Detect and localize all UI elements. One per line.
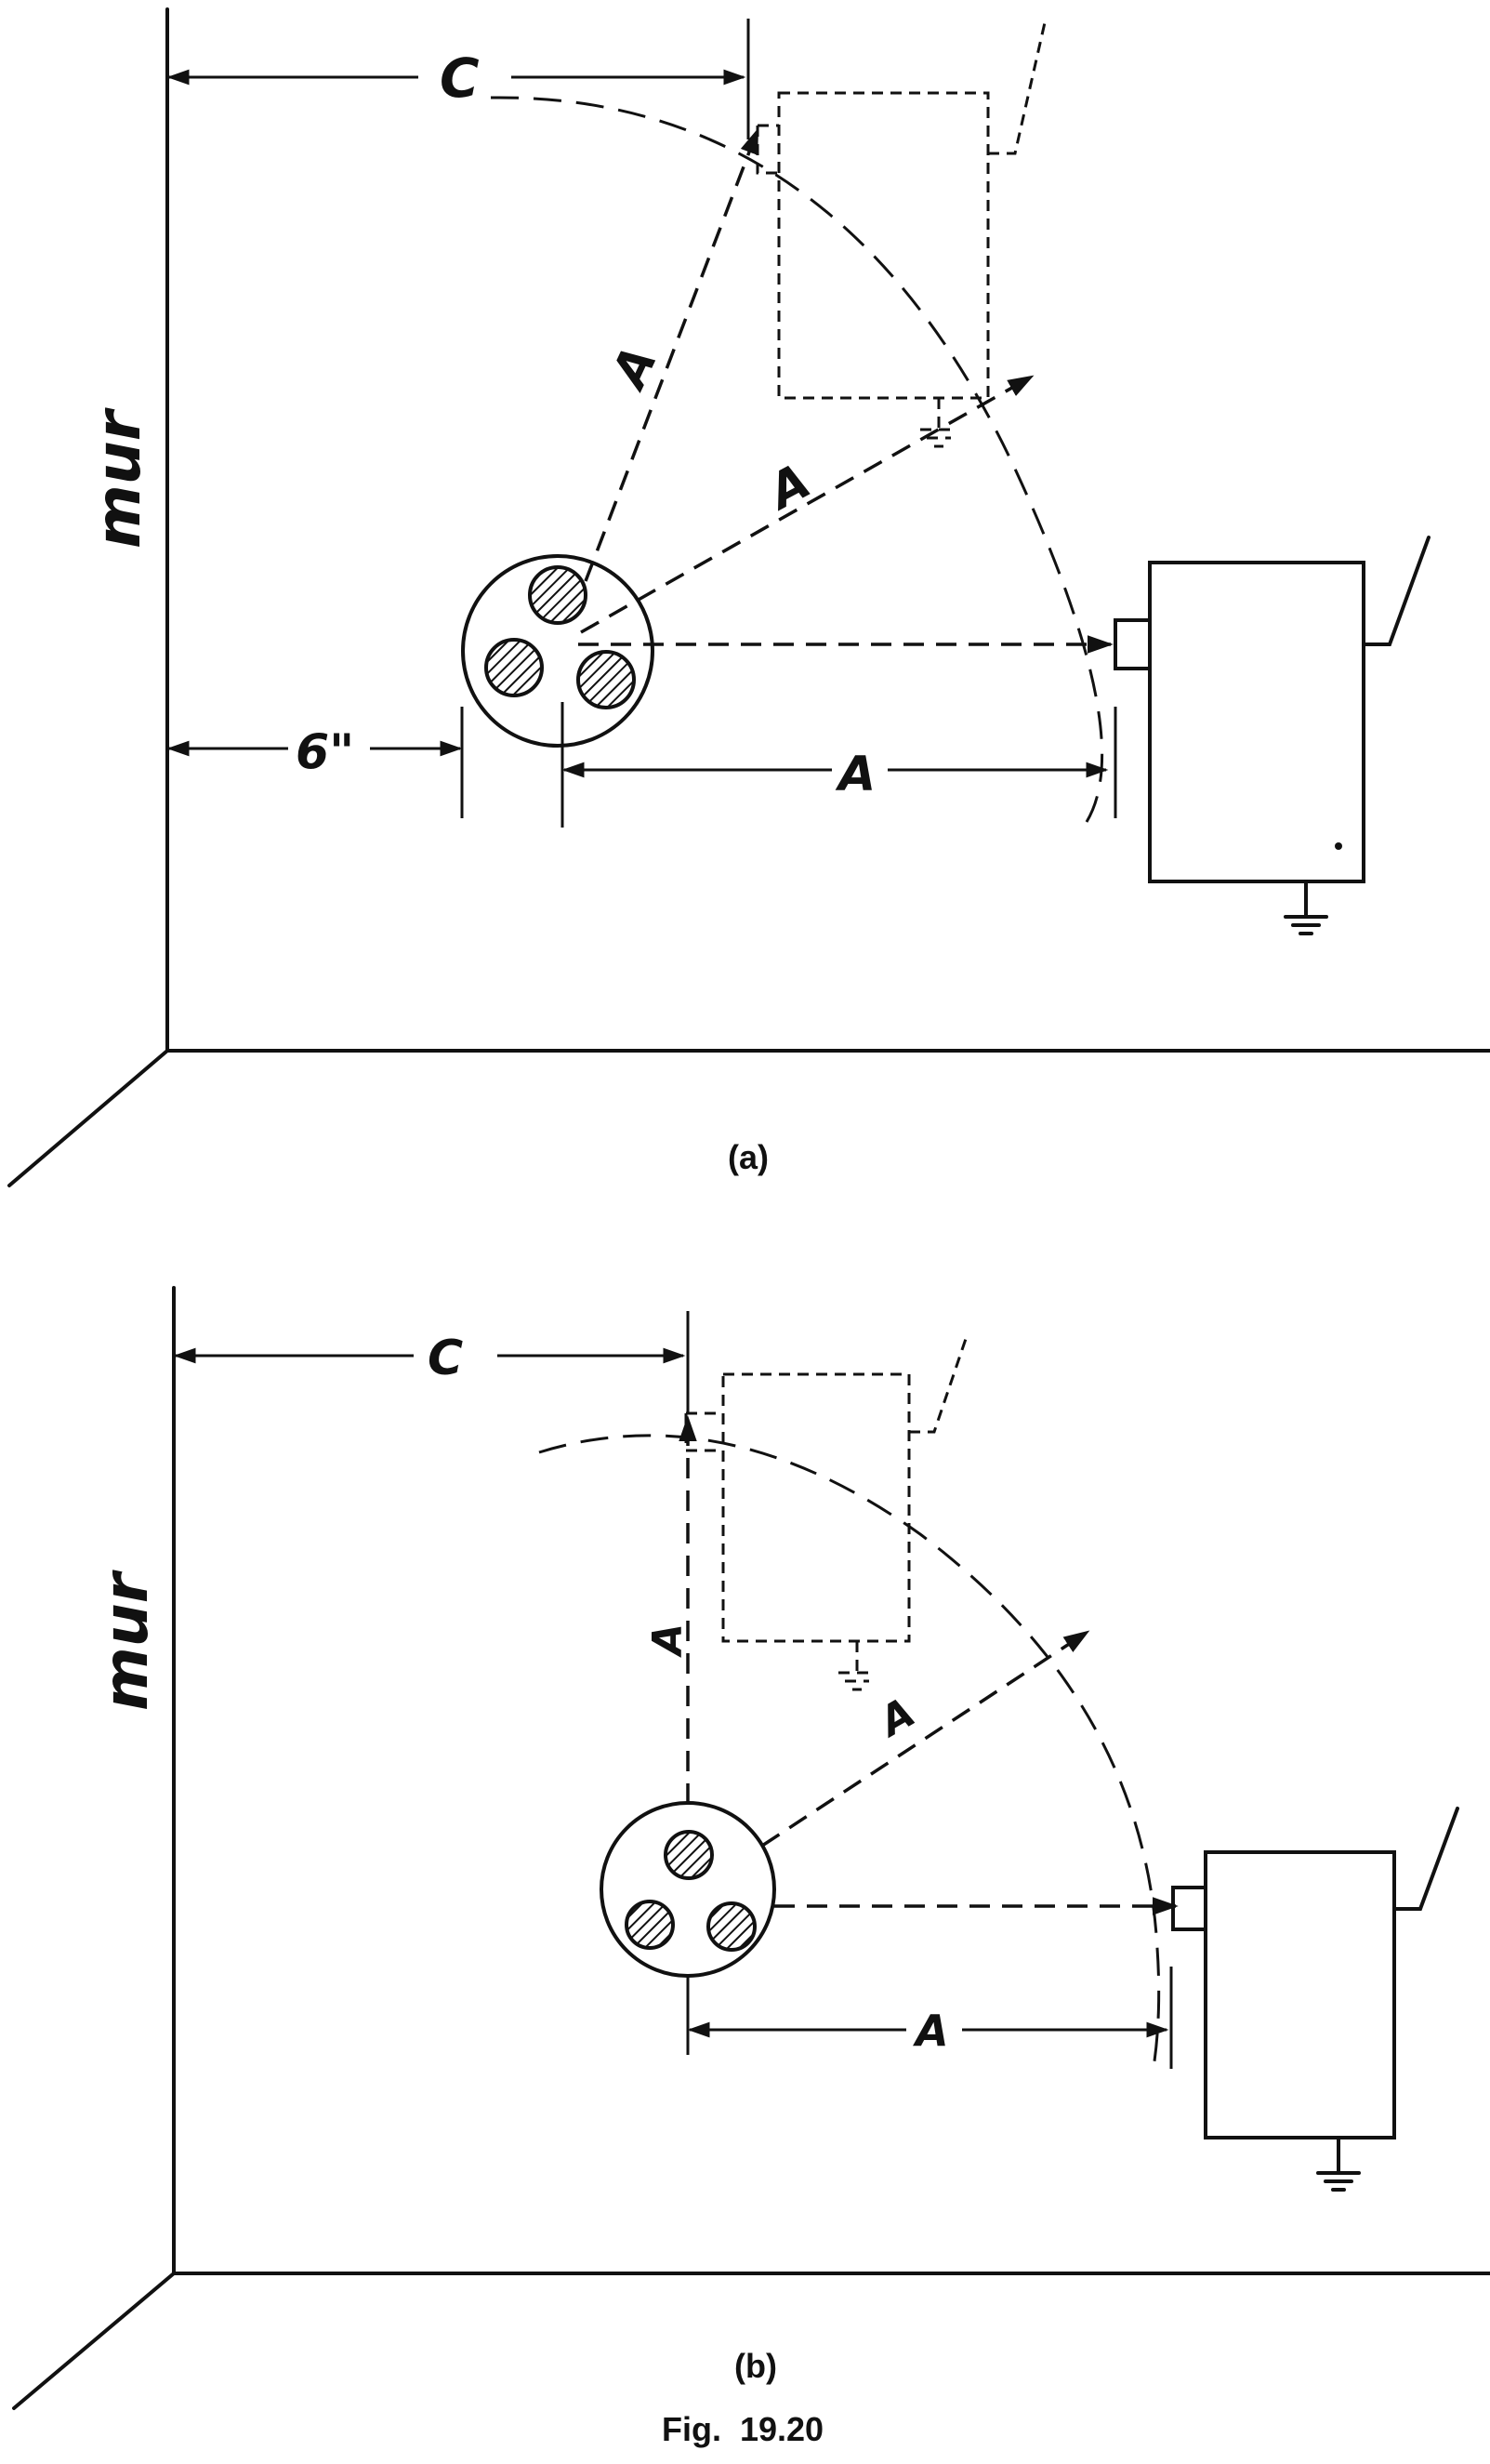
ground-symbol <box>1284 880 1328 935</box>
equipment-alt-connector <box>684 1411 723 1452</box>
equipment-alt-connector <box>756 124 779 175</box>
clearance-arc-a <box>538 1434 1161 2074</box>
conductor-3 <box>706 1901 757 1952</box>
panel-b: mur C A A A (b) <box>12 1286 1490 2410</box>
conductor-1 <box>528 565 587 625</box>
ground-symbol-dashed <box>837 1639 877 1691</box>
radius-a-upward <box>584 127 759 582</box>
wall-label: mur <box>83 407 154 549</box>
clearance-arc-a <box>490 96 1104 828</box>
equipment-lever <box>1392 1807 1459 1911</box>
equipment-cabinet <box>1148 561 1365 883</box>
equipment-lever <box>1362 536 1431 646</box>
label-a-upward: A <box>644 1623 692 1658</box>
dimension-a-label: A <box>913 2006 949 2056</box>
ground-symbol <box>1316 2136 1361 2192</box>
label-a-diagonal: A <box>869 1689 923 1747</box>
dimension-a-label: A <box>835 747 876 802</box>
panel-a: mur C A A 6" A <box>7 7 1490 1187</box>
conductor-3 <box>576 650 636 709</box>
corner-diagonal <box>7 1049 169 1187</box>
radius-a-diagonal <box>580 375 1035 634</box>
conductor-2 <box>625 1900 675 1950</box>
label-a-diagonal: A <box>757 454 819 523</box>
corner-diagonal <box>12 2272 176 2410</box>
equipment-dot <box>1335 842 1342 850</box>
equipment-alt-lever <box>988 18 1048 155</box>
equipment-connector <box>1171 1886 1207 1931</box>
panel-label: (b) <box>734 2347 777 2385</box>
radius-a-diagonal <box>761 1630 1090 1848</box>
panel-label: (a) <box>728 1138 769 1176</box>
equipment-alt-position <box>777 91 990 400</box>
dimension-6in-label: 6" <box>296 724 354 780</box>
wall-label: mur <box>90 1570 162 1711</box>
cable-conduit <box>600 1801 776 1978</box>
equipment-alt-position <box>721 1372 911 1643</box>
conductor-2 <box>484 638 544 697</box>
equipment-cabinet <box>1204 1850 1396 2139</box>
figure-caption: Fig. 19.20 <box>662 2410 824 2448</box>
equipment-connector <box>1114 618 1152 670</box>
dimension-c-label: C <box>440 46 480 110</box>
cable-conduit <box>461 554 654 748</box>
conductor-1 <box>664 1830 714 1880</box>
dimension-c-label: C <box>428 1331 463 1386</box>
equipment-alt-lever <box>909 1335 969 1434</box>
